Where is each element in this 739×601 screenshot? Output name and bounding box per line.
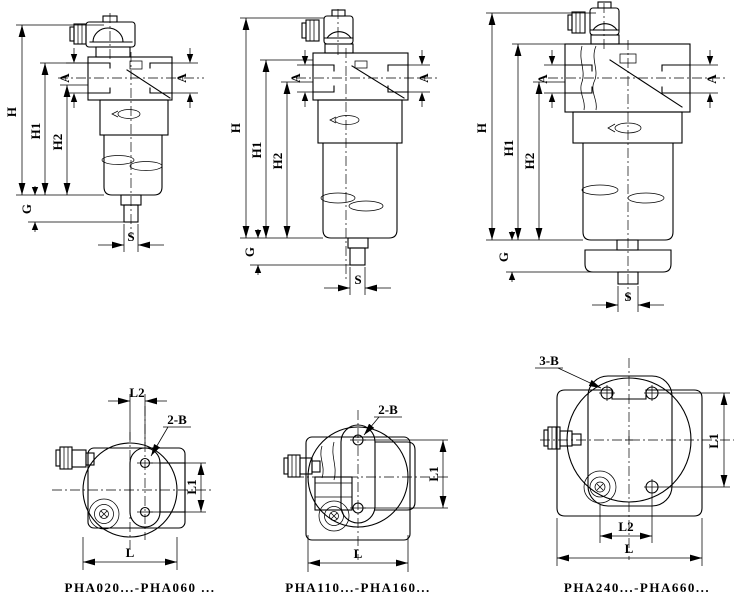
indicator-plan xyxy=(543,426,617,504)
dim-label-a-left: A xyxy=(535,74,550,84)
dim-label-g: G xyxy=(496,252,511,262)
dim-label-h2: H2 xyxy=(522,153,537,170)
drain-plug xyxy=(120,194,142,223)
dimensions: 3-B L1 L2 L xyxy=(535,353,730,566)
dim-label-g: G xyxy=(19,204,34,214)
dim-label-l2: L2 xyxy=(129,385,144,400)
dim-label-s: S xyxy=(127,229,134,244)
dim-label-a-left: A xyxy=(57,73,72,83)
bottom-view-small: L2 2-B L1 L xyxy=(52,385,212,570)
bolt-callout: 2-B xyxy=(167,412,187,427)
dim-label-a-left: A xyxy=(288,73,303,83)
dimensions: 2-B L1 L xyxy=(307,402,448,572)
clogging-indicator xyxy=(69,15,136,58)
caption-pha020-060: PHA020...-PHA060 ... xyxy=(65,580,216,595)
head-outline xyxy=(556,375,703,517)
side-view-large: H H1 H2 A A G S xyxy=(474,1,726,312)
dim-label-h2: H2 xyxy=(50,134,65,151)
clogging-indicator xyxy=(301,9,354,54)
indicator-plan xyxy=(283,454,350,532)
dim-label-a-right: A xyxy=(174,73,189,83)
centerlines xyxy=(58,13,204,237)
dim-label-h1: H1 xyxy=(501,140,516,157)
dimensions: H H1 H2 A A G S xyxy=(474,12,719,312)
bottom-view-large: 3-B L1 L2 L xyxy=(535,353,734,566)
dim-label-l: L xyxy=(354,546,363,561)
clogging-indicator xyxy=(567,1,620,45)
dim-label-s: S xyxy=(354,272,361,287)
dim-label-a-right: A xyxy=(416,73,431,83)
dim-label-l1: L1 xyxy=(184,479,199,494)
centerlines xyxy=(548,3,726,300)
bolt-callout: 2-B xyxy=(378,402,398,417)
dim-label-l1: L1 xyxy=(706,433,721,448)
dim-label-l2: L2 xyxy=(618,519,633,534)
indicator-plan xyxy=(55,446,120,530)
dim-label-h1: H1 xyxy=(28,123,43,140)
dim-label-s: S xyxy=(624,289,631,304)
centerlines xyxy=(540,358,734,560)
head-outline xyxy=(305,424,416,541)
bolt-callout: 3-B xyxy=(539,353,559,368)
filter-body xyxy=(99,99,169,196)
filter-head xyxy=(87,56,173,101)
bolt-holes xyxy=(350,434,366,514)
dimensions: H H1 H2 A A G S xyxy=(228,17,431,295)
dim-label-h: H xyxy=(4,107,19,117)
dim-label-l: L xyxy=(625,541,634,556)
dimensions: H H1 H2 A A G S xyxy=(4,24,198,252)
dim-label-h2: H2 xyxy=(270,153,285,170)
drain-plug xyxy=(617,271,639,285)
dim-label-h: H xyxy=(474,123,489,133)
drain-plug xyxy=(347,237,369,266)
dimensions: L2 2-B L1 L xyxy=(82,385,206,570)
dim-label-a-right: A xyxy=(704,74,719,84)
dim-label-g: G xyxy=(242,247,257,257)
side-view-medium: H H1 H2 A A G S xyxy=(228,9,438,295)
dim-label-l: L xyxy=(126,545,135,560)
caption-pha110-160: PHA110...-PHA160... xyxy=(285,580,431,595)
filter-body xyxy=(572,111,683,273)
dim-label-l1: L1 xyxy=(426,466,441,481)
bolt-holes xyxy=(599,385,660,495)
dim-label-h: H xyxy=(228,123,243,133)
centerlines xyxy=(52,406,212,552)
bottom-view-medium: 2-B L1 L xyxy=(283,402,450,572)
dim-label-h1: H1 xyxy=(249,142,264,159)
caption-pha240-660: PHA240...-PHA660... xyxy=(564,580,710,595)
filter-head xyxy=(312,52,409,101)
side-view-small: H H1 H2 A A G S xyxy=(4,13,204,252)
filter-body xyxy=(317,99,403,239)
centerlines xyxy=(296,9,438,282)
